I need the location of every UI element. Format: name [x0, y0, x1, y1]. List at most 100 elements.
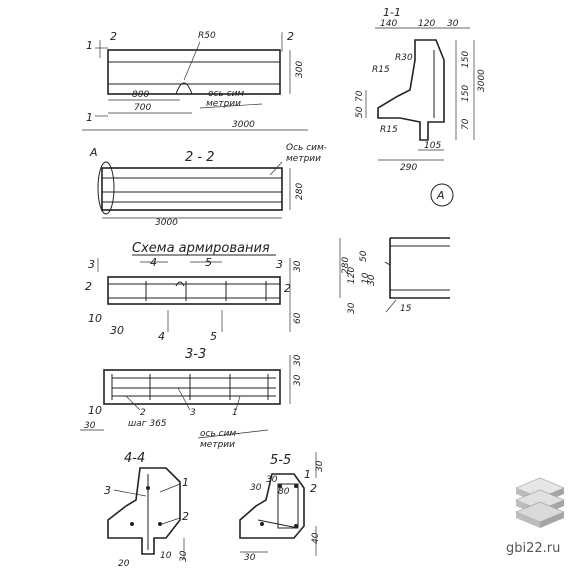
marker-4-bottom: 4	[158, 330, 165, 343]
dim-50-left: 50	[355, 106, 365, 118]
detail-a-10: 10	[361, 272, 371, 284]
marker-3: 3	[88, 258, 95, 271]
dim-140: 140	[380, 19, 397, 29]
total-length: 3000	[232, 120, 255, 130]
dim-30: 30	[447, 19, 459, 29]
scheme-dim-60: 60	[293, 312, 303, 324]
section-5-5-title: 5-5	[270, 453, 291, 468]
section-5-5-stirrup	[277, 483, 299, 529]
reinforcement-scheme: Схема армирования 3 4 5 3 2 2 10 30 4 5 …	[85, 241, 303, 343]
callout-a-2-2: A	[89, 146, 98, 159]
section-1-1: 1-1 140 120 30 R30 R15 R15 150 150 70 30…	[355, 6, 487, 207]
section-4-4-d10: 10	[160, 551, 172, 561]
detail-a-15-leader	[385, 299, 397, 313]
leader-m2	[125, 395, 141, 411]
section-3-3-m3: 3	[190, 408, 196, 418]
rebar-5-5-dot-2	[294, 484, 298, 488]
section-5-5-m1: 1	[304, 468, 311, 481]
dim-150-b: 150	[461, 85, 471, 102]
section-5-5-profile	[239, 473, 305, 539]
section-4-4-profile	[107, 467, 181, 555]
axis-leader-top	[199, 103, 263, 109]
scheme-outline	[107, 276, 281, 305]
section-3-3-d30c: 30	[84, 421, 96, 431]
marker-1-top: 1	[86, 39, 93, 52]
section-5-5: 5-5 30 30 80 1 2 30 30 40	[239, 452, 325, 563]
rebar-5-5-dot-1	[278, 484, 282, 488]
reinforcement-title: Схема армирования	[132, 241, 270, 256]
section-5-5-d30b: 30	[266, 475, 278, 485]
r30: R30	[395, 53, 413, 63]
section-3-3-m10: 10	[88, 404, 102, 417]
section-3-3-step: шаг 365	[128, 419, 167, 429]
section-3-3-d30b: 30	[293, 374, 303, 386]
radius-label: R50	[198, 31, 216, 41]
axis-label-2-2: Ось сим-	[286, 143, 327, 153]
dim-105: 105	[424, 141, 441, 151]
dim-120: 120	[418, 19, 435, 29]
axis-leader-3-3	[197, 429, 269, 439]
section-5-5-m2: 2	[310, 482, 317, 495]
detail-a-50: 50	[359, 250, 369, 262]
leader-4-4-m1	[159, 483, 181, 493]
detail-a: 280 50 120 10 30 30 15	[339, 237, 450, 314]
section-2-2-title: 2 - 2	[185, 150, 215, 165]
marker-3-right: 3	[276, 258, 283, 271]
dim-70-left: 70	[355, 90, 365, 102]
callout-a-circle	[430, 183, 454, 207]
rebar-dot-3	[158, 522, 162, 526]
marker-2-right: 2	[287, 30, 294, 43]
top-view-notch	[175, 82, 193, 95]
dim-70-right: 70	[461, 118, 471, 130]
detail-a-outline	[389, 237, 450, 299]
marker-2-right: 2	[284, 282, 291, 295]
detail-a-120: 120	[347, 267, 357, 284]
stacked-slabs-icon	[515, 477, 565, 528]
watermark: gbi22.ru	[506, 477, 565, 556]
section-4-4-title: 4-4	[124, 451, 145, 466]
length-2-2: 3000	[155, 218, 178, 228]
axis-leader-2-2	[269, 161, 283, 176]
section-2-2-outline	[101, 167, 283, 211]
section-5-5-link	[257, 519, 299, 529]
top-view: 1 2 2 R50 300 800 700 1 ось сим- метрии …	[82, 30, 308, 131]
leader-m3	[177, 387, 191, 411]
rebar-5-5-dot-3	[260, 522, 264, 526]
top-view-outline	[107, 49, 281, 95]
axis-label-top-2: метрии	[206, 99, 241, 109]
axis-label-top: ось сим-	[208, 89, 247, 99]
section-3-3-m1: 1	[232, 408, 238, 418]
dim-150-a: 150	[461, 51, 471, 68]
section-4-4-m3: 3	[104, 484, 111, 497]
scheme-loop	[175, 281, 185, 287]
callout-a-label: A	[436, 189, 445, 202]
section-4-4-d20: 20	[118, 559, 130, 569]
detail-a-280: 280	[341, 257, 351, 274]
marker-10: 10	[88, 312, 102, 325]
marker-5-bottom: 5	[210, 330, 217, 343]
rebar-5-5-dot-4	[294, 524, 298, 528]
section-3-3: 3-3 30 30 10 2 шаг 365 3 1 30 ось сим- м…	[80, 347, 303, 450]
marker-1-bottom: 1	[86, 111, 93, 124]
rebar-dot-2	[130, 522, 134, 526]
section-3-3-m2: 2	[140, 408, 146, 418]
marker-2-left: 2	[85, 280, 92, 293]
leader-4-4-m2	[161, 517, 181, 525]
height-label: 300	[295, 61, 305, 78]
r15-top: R15	[372, 65, 390, 75]
marker-4-top: 4	[150, 256, 157, 269]
section-5-5-d30a: 30	[250, 483, 262, 493]
height-2-2: 280	[295, 183, 305, 200]
section-5-5-d30c: 30	[244, 553, 256, 563]
detail-a-30b: 30	[347, 302, 357, 314]
section-3-3-outline	[103, 369, 281, 405]
marker-2-left: 2	[110, 30, 117, 43]
section-3-3-d30: 30	[293, 354, 303, 366]
radius-leader	[183, 41, 201, 81]
detail-a-15: 15	[400, 304, 412, 314]
callout-a-ellipse	[97, 161, 115, 215]
detail-a-30: 30	[367, 274, 377, 286]
leader-m1	[235, 395, 241, 411]
